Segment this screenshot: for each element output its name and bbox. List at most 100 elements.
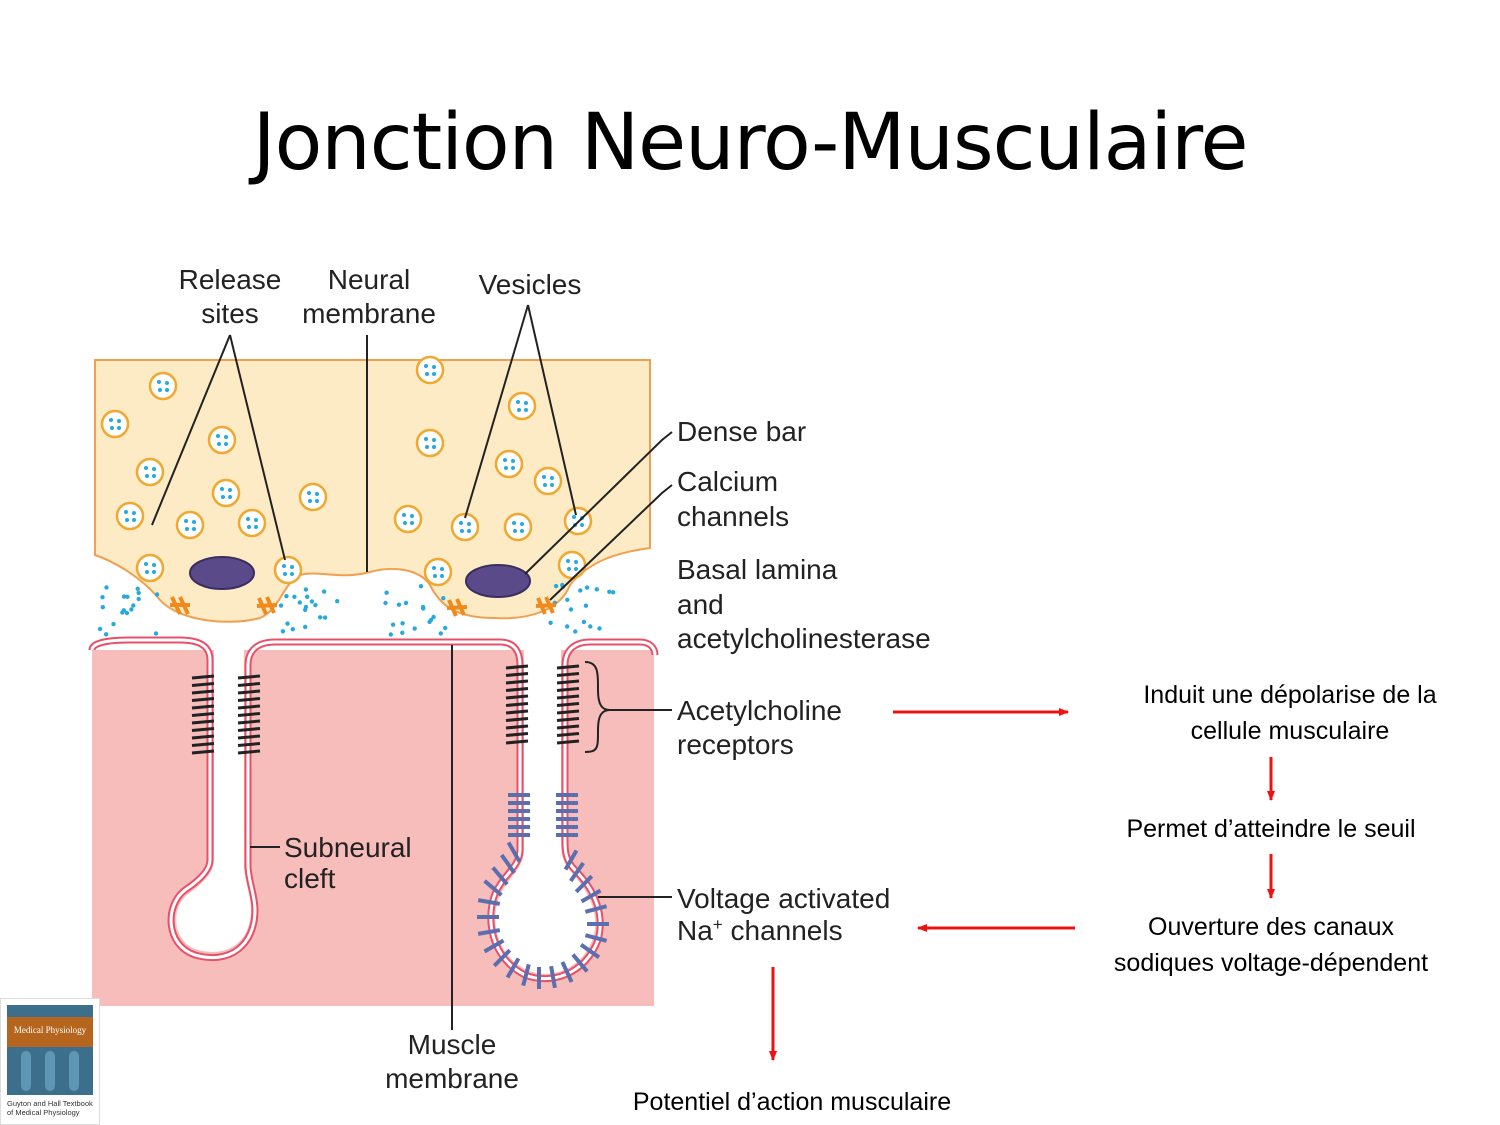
vesicle — [415, 355, 445, 385]
ach-dot — [418, 584, 424, 589]
ach-dot — [121, 594, 127, 599]
ach-dot — [285, 621, 290, 626]
ach-dot — [568, 607, 574, 612]
ach-dot — [120, 610, 125, 615]
na-channel — [571, 953, 589, 973]
sodium-channels — [477, 793, 609, 989]
ach-dot — [131, 603, 136, 608]
label-subneural-cleft-2: cleft — [284, 863, 336, 894]
na-channel — [569, 861, 585, 883]
ach-dot — [135, 586, 140, 591]
ach-receptor — [237, 689, 261, 695]
ach-receptor — [556, 672, 580, 677]
ach-dot — [565, 624, 570, 629]
vesicle — [298, 482, 328, 512]
vesicle — [533, 466, 563, 496]
na-channel — [483, 938, 505, 954]
ach-dot — [396, 602, 402, 607]
ach-dot — [104, 585, 109, 590]
label-calcium-channels-2: channels — [677, 501, 789, 532]
ach-receptor — [191, 704, 215, 710]
label-neural-membrane: Neural — [328, 264, 410, 295]
ach-receptor — [556, 702, 580, 707]
vesicle — [450, 512, 480, 542]
vesicle — [494, 449, 524, 479]
vesicle — [211, 478, 241, 508]
na-channel — [584, 904, 608, 914]
ach-receptor — [556, 717, 580, 722]
ach-receptor — [556, 724, 580, 730]
ach-dot — [154, 592, 160, 597]
vesicle — [135, 457, 165, 487]
na-channel — [584, 933, 608, 943]
ach-receptor — [237, 727, 261, 732]
ach-receptor — [505, 694, 529, 700]
ach-dot — [321, 589, 327, 594]
ach-dot — [390, 622, 396, 627]
ach-receptor — [556, 732, 580, 737]
ach-dot — [578, 588, 583, 593]
vesicle — [207, 425, 237, 455]
ach-receptor — [191, 719, 215, 725]
ach-receptor — [556, 694, 580, 700]
ach-dot — [297, 600, 302, 605]
na-channel — [574, 874, 594, 894]
ach-receptor — [556, 739, 580, 745]
na-channel — [500, 853, 516, 875]
ach-receptor — [505, 687, 529, 692]
ach-dot — [388, 632, 393, 637]
ach-receptor — [505, 739, 529, 745]
label-basal-lamina-2: and — [677, 589, 724, 620]
ach-dot — [403, 600, 409, 606]
ach-dot — [421, 606, 426, 611]
na-channel — [483, 879, 503, 897]
ach-receptor — [505, 724, 529, 730]
na-channel — [521, 963, 531, 987]
na-channel — [477, 928, 501, 936]
ach-dot — [584, 585, 590, 590]
ach-dot — [153, 631, 159, 636]
ach-dot — [129, 607, 134, 612]
ach-receptor — [237, 734, 261, 740]
ach-receptor — [556, 664, 580, 670]
ach-dot — [443, 625, 448, 631]
na-channel — [563, 849, 579, 871]
vesicle — [175, 510, 205, 540]
ach-dot — [607, 589, 612, 594]
na-channel — [492, 948, 512, 968]
vesicle — [507, 391, 537, 421]
vesicle — [273, 555, 303, 585]
na-channel — [505, 957, 521, 979]
ach-receptor — [237, 697, 261, 702]
ach-dot — [97, 626, 103, 632]
label-calcium-channels: Calcium — [677, 466, 778, 497]
vesicle — [115, 501, 145, 531]
page-title: Jonction Neuro-Musculaire — [252, 98, 1249, 188]
ach-dot — [594, 587, 599, 592]
ach-receptor — [191, 697, 215, 702]
ach-dot — [597, 626, 602, 631]
na-channel — [506, 841, 522, 863]
ach-dot — [124, 610, 130, 616]
ach-dot — [292, 594, 297, 599]
label-neural-membrane-2: membrane — [302, 298, 436, 329]
ach-receptor — [237, 674, 261, 680]
label-basal-lamina-3: acetylcholinesterase — [677, 623, 931, 654]
acetylcholine-receptors — [191, 664, 580, 755]
ach-receptor — [505, 709, 529, 715]
label-na-channels-2: Na+ channels — [677, 915, 843, 946]
ach-dot — [431, 614, 436, 620]
nerve-terminal — [94, 359, 651, 623]
ach-receptor — [191, 689, 215, 695]
ach-dot — [309, 599, 315, 604]
vesicle — [100, 409, 130, 439]
ach-receptor — [191, 734, 215, 740]
label-release-sites-2: sites — [201, 298, 259, 329]
na-channel — [491, 866, 509, 886]
ach-receptor — [191, 742, 215, 747]
ach-receptor — [505, 702, 529, 707]
vesicle — [423, 557, 453, 587]
ach-dot — [583, 603, 589, 608]
